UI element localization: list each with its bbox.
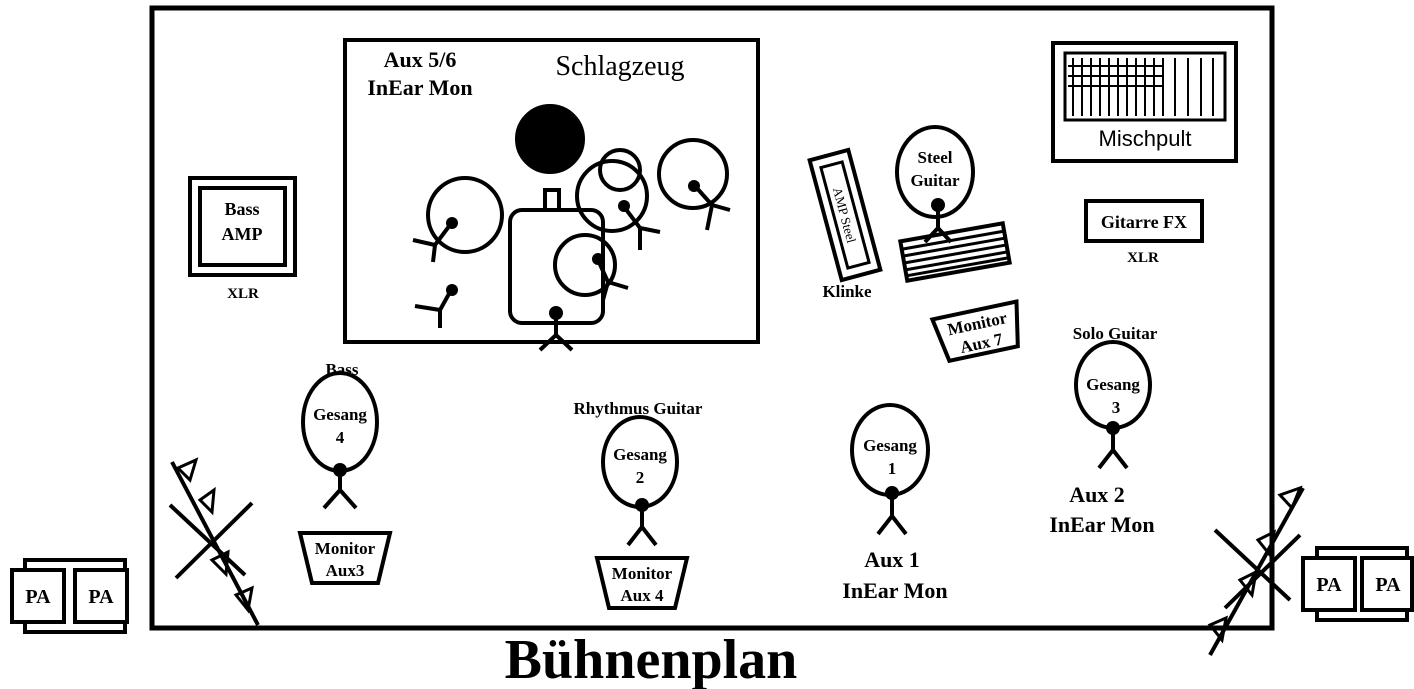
rhythm-guitar-mic-icon bbox=[635, 498, 649, 512]
bass-amp-line2: AMP bbox=[222, 224, 263, 244]
drum-kit bbox=[412, 104, 731, 352]
steel-guitar-line1: Steel bbox=[918, 148, 953, 167]
drums-monitor-line1: Aux 5/6 bbox=[384, 47, 457, 72]
pa-right-1-label: PA bbox=[1316, 574, 1342, 596]
stage-outline bbox=[149, 5, 1275, 631]
rhythm-guitar-monitor-line1: Monitor bbox=[612, 564, 673, 583]
rhythm-guitar-line1: Gesang bbox=[613, 445, 667, 464]
steel-guitar-line2: Guitar bbox=[910, 171, 960, 190]
solo-guitar-line1: Gesang bbox=[1086, 375, 1140, 394]
rhythm-guitar-role: Rhythmus Guitar bbox=[574, 399, 703, 418]
rhythm-guitar-monitor-line2: Aux 4 bbox=[621, 586, 664, 605]
pa-left-1-label: PA bbox=[25, 586, 51, 608]
pa-left-2-label: PA bbox=[88, 586, 114, 608]
bass-mic-icon bbox=[333, 463, 347, 477]
light-stand-left-icon bbox=[168, 457, 260, 626]
bass-monitor: Monitor Aux3 bbox=[297, 531, 393, 585]
amp-steel: AMP Steel bbox=[807, 147, 883, 283]
bass-amp-line1: Bass bbox=[224, 199, 259, 219]
pa-right-2-label: PA bbox=[1375, 574, 1401, 596]
solo-guitar-line2: 3 bbox=[1112, 398, 1121, 417]
page-title: Bühnenplan bbox=[505, 629, 798, 689]
drums-title: Schlagzeug bbox=[555, 51, 684, 82]
rhythm-guitar-monitor: Monitor Aux 4 bbox=[594, 556, 690, 610]
guitar-fx-connector: XLR bbox=[1127, 250, 1159, 266]
mixer-label: Mischpult bbox=[1099, 126, 1192, 151]
pa-right bbox=[1301, 546, 1414, 622]
amp-steel-connector: Klinke bbox=[822, 282, 872, 301]
light-stand-right-icon bbox=[1207, 485, 1305, 656]
lead-vocal-line1: Gesang bbox=[863, 436, 917, 455]
pedal-steel-icon bbox=[898, 220, 1012, 284]
bass-line2: 4 bbox=[336, 428, 345, 447]
mixer-desk bbox=[1051, 41, 1238, 163]
bass-monitor-line1: Monitor bbox=[315, 539, 376, 558]
bass-monitor-line2: Aux3 bbox=[326, 561, 365, 580]
drums-monitor-line2: InEar Mon bbox=[367, 75, 472, 100]
bass-amp bbox=[188, 176, 297, 277]
solo-guitar-monitor-line1: Aux 2 bbox=[1069, 482, 1125, 507]
solo-guitar-role: Solo Guitar bbox=[1073, 324, 1158, 343]
rhythm-guitar-line2: 2 bbox=[636, 468, 645, 487]
solo-guitar-monitor-line2: InEar Mon bbox=[1049, 512, 1154, 537]
bass-line1: Gesang bbox=[313, 405, 367, 424]
lead-vocal-line2: 1 bbox=[888, 459, 897, 478]
drum-riser bbox=[343, 38, 760, 344]
monitor-aux7: Monitor Aux 7 bbox=[929, 299, 1020, 364]
guitar-fx-label: Gitarre FX bbox=[1101, 212, 1187, 232]
lead-vocal-monitor-line1: Aux 1 bbox=[864, 547, 920, 572]
lead-vocal-mic-icon bbox=[885, 486, 899, 500]
lead-vocal-monitor-line2: InEar Mon bbox=[842, 578, 947, 603]
guitar-fx-box bbox=[1084, 199, 1204, 243]
steel-guitar-mic-icon bbox=[931, 198, 945, 212]
solo-guitar-mic-icon bbox=[1106, 421, 1120, 435]
pa-left bbox=[10, 558, 129, 634]
bass-amp-connector: XLR bbox=[227, 286, 259, 302]
